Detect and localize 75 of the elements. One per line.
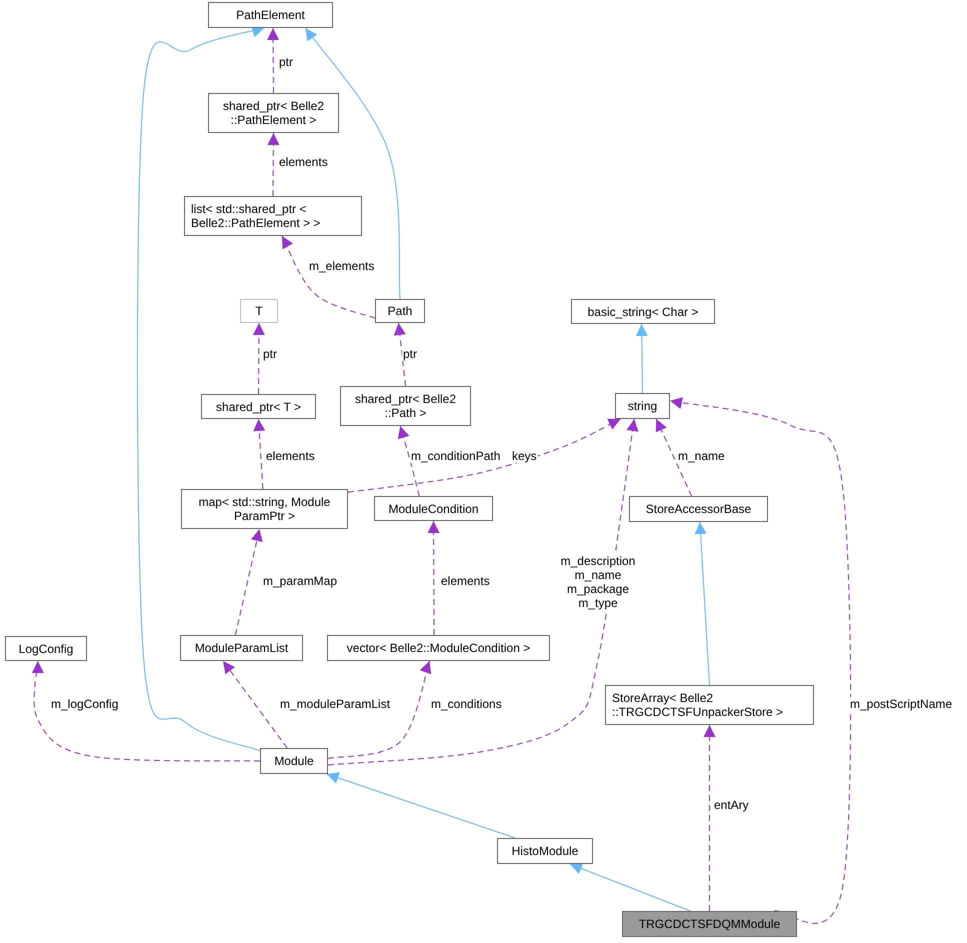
class-name: T (255, 304, 263, 318)
arrow (569, 862, 691, 912)
edge-label: keys (511, 449, 538, 463)
edge-label: elements (440, 574, 491, 588)
arrow (234, 528, 263, 636)
class-box (208, 93, 339, 133)
arrow (348, 418, 621, 493)
arrow (267, 28, 280, 94)
edge-label: ptr (402, 347, 418, 361)
class-name: shared_ptr< Belle2 ::PathElement > (222, 99, 326, 127)
arrow (31, 660, 260, 762)
edge-label: entAry (713, 798, 750, 812)
arrow (253, 418, 266, 490)
class-box (629, 496, 768, 522)
class-box (327, 635, 550, 661)
class-box (340, 386, 471, 426)
edge-label: m_moduleParamList (279, 697, 392, 711)
class-name: ModuleParamList (194, 641, 288, 655)
class-name: PathElement (236, 8, 305, 22)
arrow (326, 772, 516, 838)
class-box (180, 635, 303, 661)
class-name: map< std::string, Module ParamPtr > (198, 495, 332, 523)
edge-label: m_conditions (430, 697, 503, 711)
arrow (636, 324, 648, 394)
class-box (260, 748, 328, 774)
class-box (240, 299, 278, 323)
class-box (571, 299, 715, 324)
class-name: Path (388, 304, 412, 318)
arrow (328, 660, 432, 759)
arrow (328, 418, 638, 766)
arrow (398, 426, 420, 496)
edge-label: elements (278, 155, 329, 169)
arrow (694, 522, 710, 686)
edge-label: ptr (262, 347, 278, 361)
class-box (181, 489, 348, 529)
class-name: HistoModule (512, 844, 578, 858)
class-box (605, 685, 814, 725)
class-box (615, 393, 670, 419)
class-box (5, 636, 87, 661)
class-name: StoreArray< Belle2 ::TRGCDCTSFUnpackerStore > (612, 691, 784, 719)
class-name: Module (274, 754, 314, 768)
arrow (704, 724, 716, 912)
class-box (208, 2, 333, 28)
class-name: LogConfig (18, 642, 74, 656)
arrow (305, 28, 400, 300)
arrow (656, 418, 692, 496)
arrow (428, 520, 440, 636)
arrow (281, 236, 376, 319)
edge-label: m_paramMap (262, 574, 338, 588)
edge-label: m_elements (308, 259, 376, 273)
arrow (222, 660, 288, 748)
class-name: basic_string< Char > (588, 304, 698, 318)
edge-label: elements (265, 449, 316, 463)
class-name: shared_ptr< Belle2 ::Path > (354, 392, 458, 420)
class-name: string (628, 399, 658, 413)
edge-label: m_logConfig (50, 697, 120, 711)
class-box (497, 838, 593, 864)
class-box (622, 911, 797, 937)
edge-label: ptr (278, 55, 294, 69)
class-name: vector< Belle2::ModuleCondition > (346, 641, 530, 655)
class-box (184, 196, 362, 236)
class-box (375, 299, 425, 323)
class-name: ModuleCondition (388, 502, 479, 516)
class-name: TRGCDCTSFDQMModule (638, 917, 780, 931)
class-name: StoreAccessorBase (646, 502, 752, 516)
class-name: shared_ptr< T > (216, 400, 301, 414)
edge-label: m_postScriptName (849, 697, 954, 711)
edge-label: m_conditionPath (410, 449, 502, 463)
class-box (374, 496, 493, 521)
arrow (267, 132, 280, 196)
arrow (252, 322, 265, 394)
class-box (201, 394, 316, 419)
class-name: list< std::shared_ptr < Belle2::PathElement > > (191, 202, 322, 230)
arrow (394, 322, 406, 386)
arrow (670, 396, 852, 924)
